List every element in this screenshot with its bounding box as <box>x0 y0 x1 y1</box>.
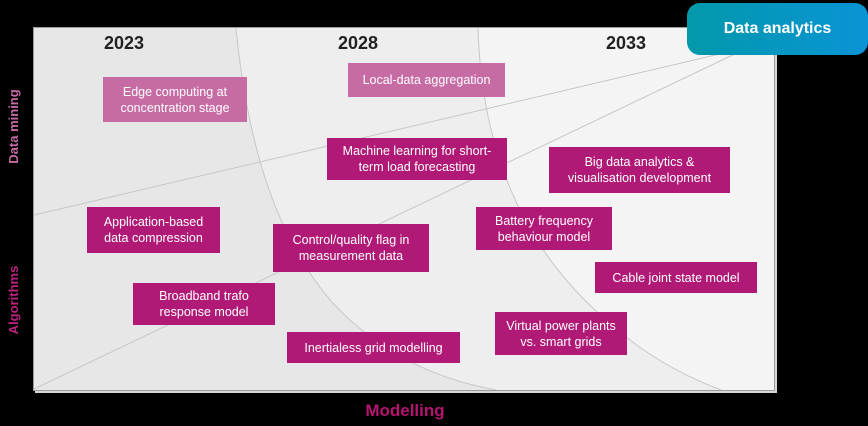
roadmap-item-broadband-trafo: Broadband trafo response model <box>133 283 275 325</box>
roadmap-item-machine-learning: Machine learning for short- term load fo… <box>327 138 507 180</box>
roadmap-item-big-data-analytics: Big data analytics & visualisation devel… <box>549 147 730 193</box>
tab-data-analytics[interactable]: Data analytics <box>687 3 868 55</box>
roadmap-item-edge-computing: Edge computing at concentration stage <box>103 77 247 122</box>
roadmap-item-inertialess-grid: Inertialess grid modelling <box>287 332 460 363</box>
roadmap-item-control-quality-flag: Control/quality flag in measurement data <box>273 224 429 272</box>
roadmap-item-cable-joint-state: Cable joint state model <box>595 262 757 293</box>
year-header-2033: 2033 <box>605 33 647 53</box>
axis-label-modelling: Modelling <box>365 401 445 420</box>
year-header-2028: 2028 <box>337 33 379 53</box>
axis-label-algorithms: Algorithms <box>6 265 21 335</box>
roadmap-item-local-data-aggregation: Local-data aggregation <box>348 63 505 97</box>
axis-label-data-mining: Data mining <box>6 89 21 164</box>
roadmap-item-battery-frequency: Battery frequency behaviour model <box>476 207 612 250</box>
roadmap-item-virtual-power-plants: Virtual power plants vs. smart grids <box>495 312 627 355</box>
roadmap-item-application-based-compression: Application-based data compression <box>87 207 220 253</box>
year-header-2023: 2023 <box>103 33 145 53</box>
